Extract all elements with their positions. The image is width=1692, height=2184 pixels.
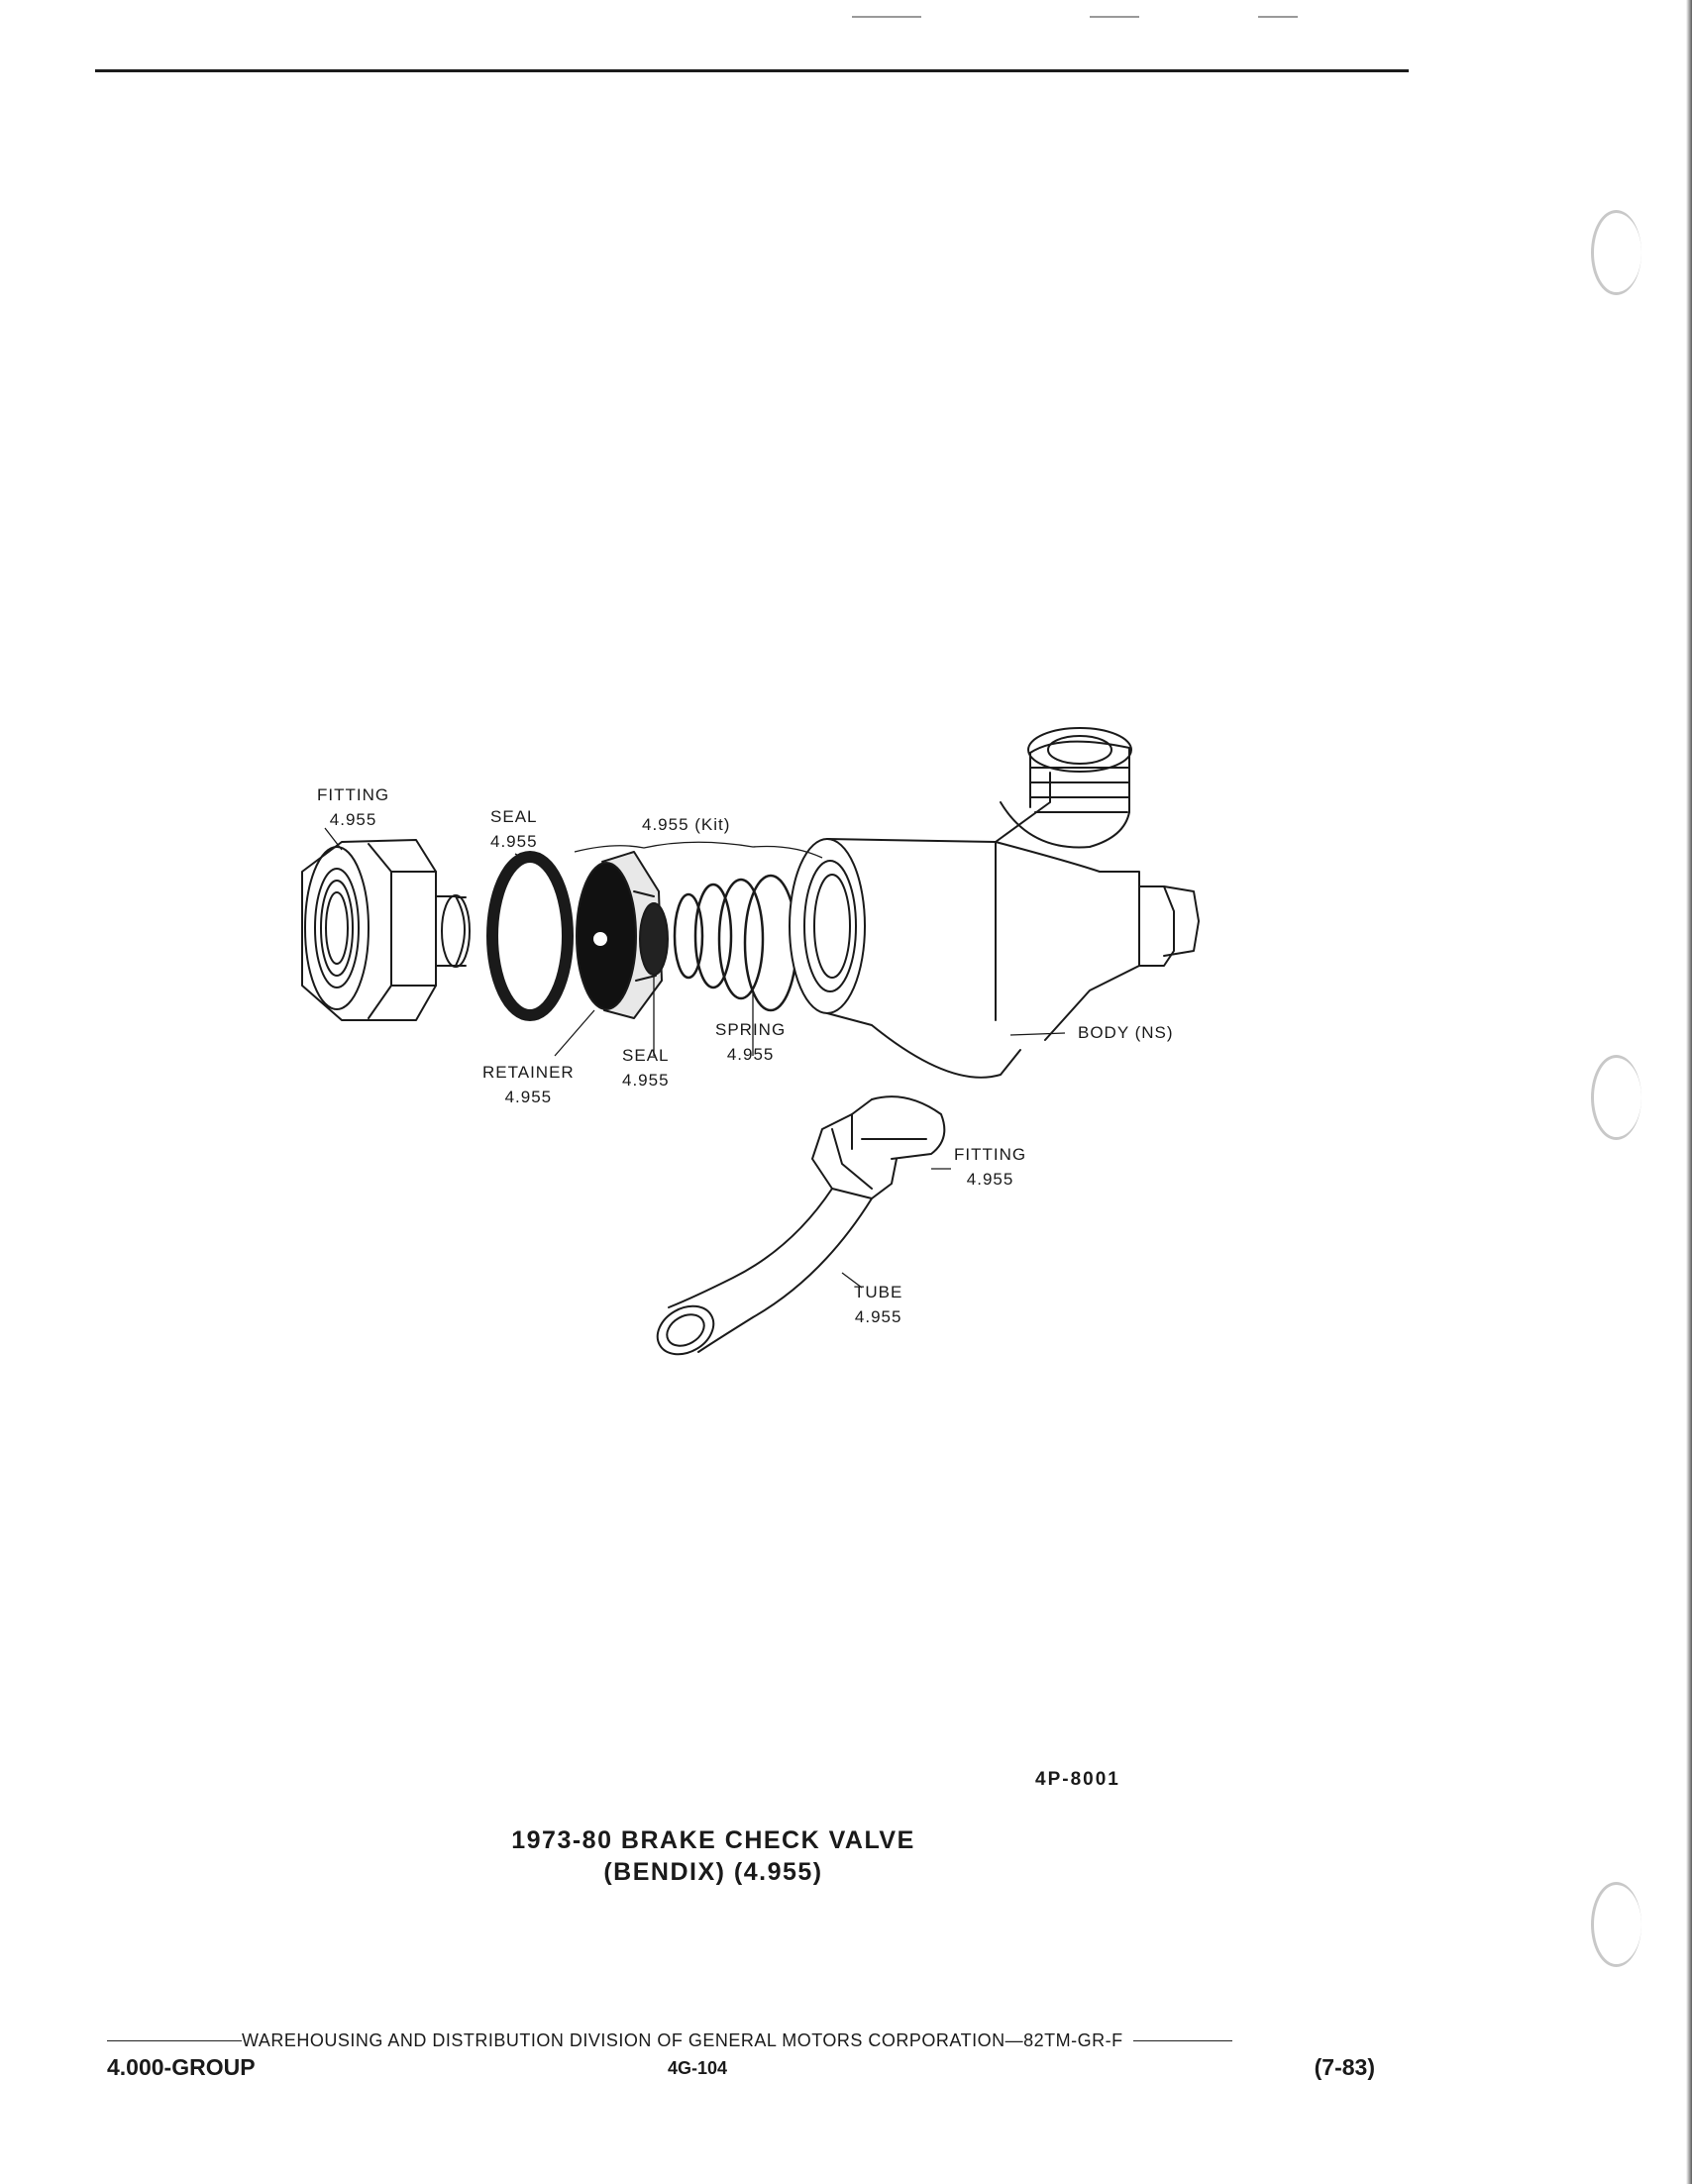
binder-hole-icon: [1591, 1055, 1641, 1140]
spring-part: [673, 874, 798, 1012]
part-name: FITTING: [954, 1145, 1027, 1164]
tube-part: [656, 1188, 873, 1356]
valve-body-part: [789, 727, 1200, 1079]
label-tube: TUBE 4.955: [854, 1280, 902, 1329]
part-name: TUBE: [854, 1283, 903, 1301]
leader-line: [1009, 1032, 1066, 1036]
label-seal-bottom: SEAL 4.955: [622, 1043, 670, 1092]
label-seal-top: SEAL 4.955: [490, 804, 538, 854]
figure-caption: 1973-80 BRAKE CHECK VALVE (BENDIX) (4.95…: [466, 1824, 961, 1888]
scan-mark: [1258, 16, 1298, 18]
retainer-part: [576, 851, 663, 1019]
part-name: SEAL: [622, 1046, 670, 1065]
footer-group: 4.000-GROUP: [107, 2054, 256, 2080]
part-number: 4.955: [622, 1071, 670, 1090]
part-name: SEAL: [490, 807, 538, 826]
figure-id: 4P-8001: [1035, 1769, 1120, 1790]
small-seal-part: [639, 902, 669, 976]
leader-line: [554, 1009, 595, 1057]
flare-fitting-part: [811, 1095, 946, 1199]
leader-line: [324, 827, 343, 851]
page-edge: [1686, 0, 1692, 2184]
kit-bracket: [574, 841, 823, 859]
label-fitting-left: FITTING 4.955: [317, 782, 389, 832]
fitting-nut-part: [301, 839, 471, 1021]
label-body: BODY (NS): [1078, 1023, 1174, 1042]
part-number: 4.955: [726, 1045, 775, 1064]
part-number: 4.955: [329, 810, 377, 829]
leader-line: [514, 853, 531, 863]
binder-hole-icon: [1591, 1882, 1641, 1967]
leader-line: [841, 1272, 863, 1289]
footer-date: (7-83): [1314, 2054, 1375, 2080]
part-number: 4.955: [490, 832, 538, 851]
header-rule: [95, 69, 1409, 72]
label-fitting-right: FITTING 4.955: [954, 1142, 1026, 1192]
label-retainer: RETAINER 4.955: [482, 1060, 575, 1109]
part-name: SPRING: [715, 1020, 787, 1039]
footer-rule: [107, 2040, 242, 2041]
binder-hole-icon: [1591, 210, 1641, 295]
part-number: 4.955: [966, 1170, 1014, 1189]
scan-mark: [852, 16, 921, 18]
footer-division: WAREHOUSING AND DISTRIBUTION DIVISION OF…: [242, 2030, 1123, 2050]
part-name: RETAINER: [482, 1063, 575, 1082]
scan-mark: [1090, 16, 1139, 18]
footer-division-line: WAREHOUSING AND DISTRIBUTION DIVISION OF…: [107, 2030, 1355, 2051]
part-name: FITTING: [317, 785, 390, 804]
footer-rule: [1132, 2040, 1232, 2041]
part-number: 4.955: [854, 1307, 902, 1326]
footer-page-number: 4G-104: [668, 2058, 728, 2078]
label-kit: 4.955 (Kit): [642, 815, 731, 834]
label-spring: SPRING 4.955: [715, 1017, 786, 1067]
seal-ring-part: [486, 851, 574, 1021]
part-number: 4.955: [504, 1088, 553, 1106]
caption-line: (BENDIX) (4.955): [603, 1858, 823, 1886]
caption-line: 1973-80 BRAKE CHECK VALVE: [511, 1826, 915, 1854]
